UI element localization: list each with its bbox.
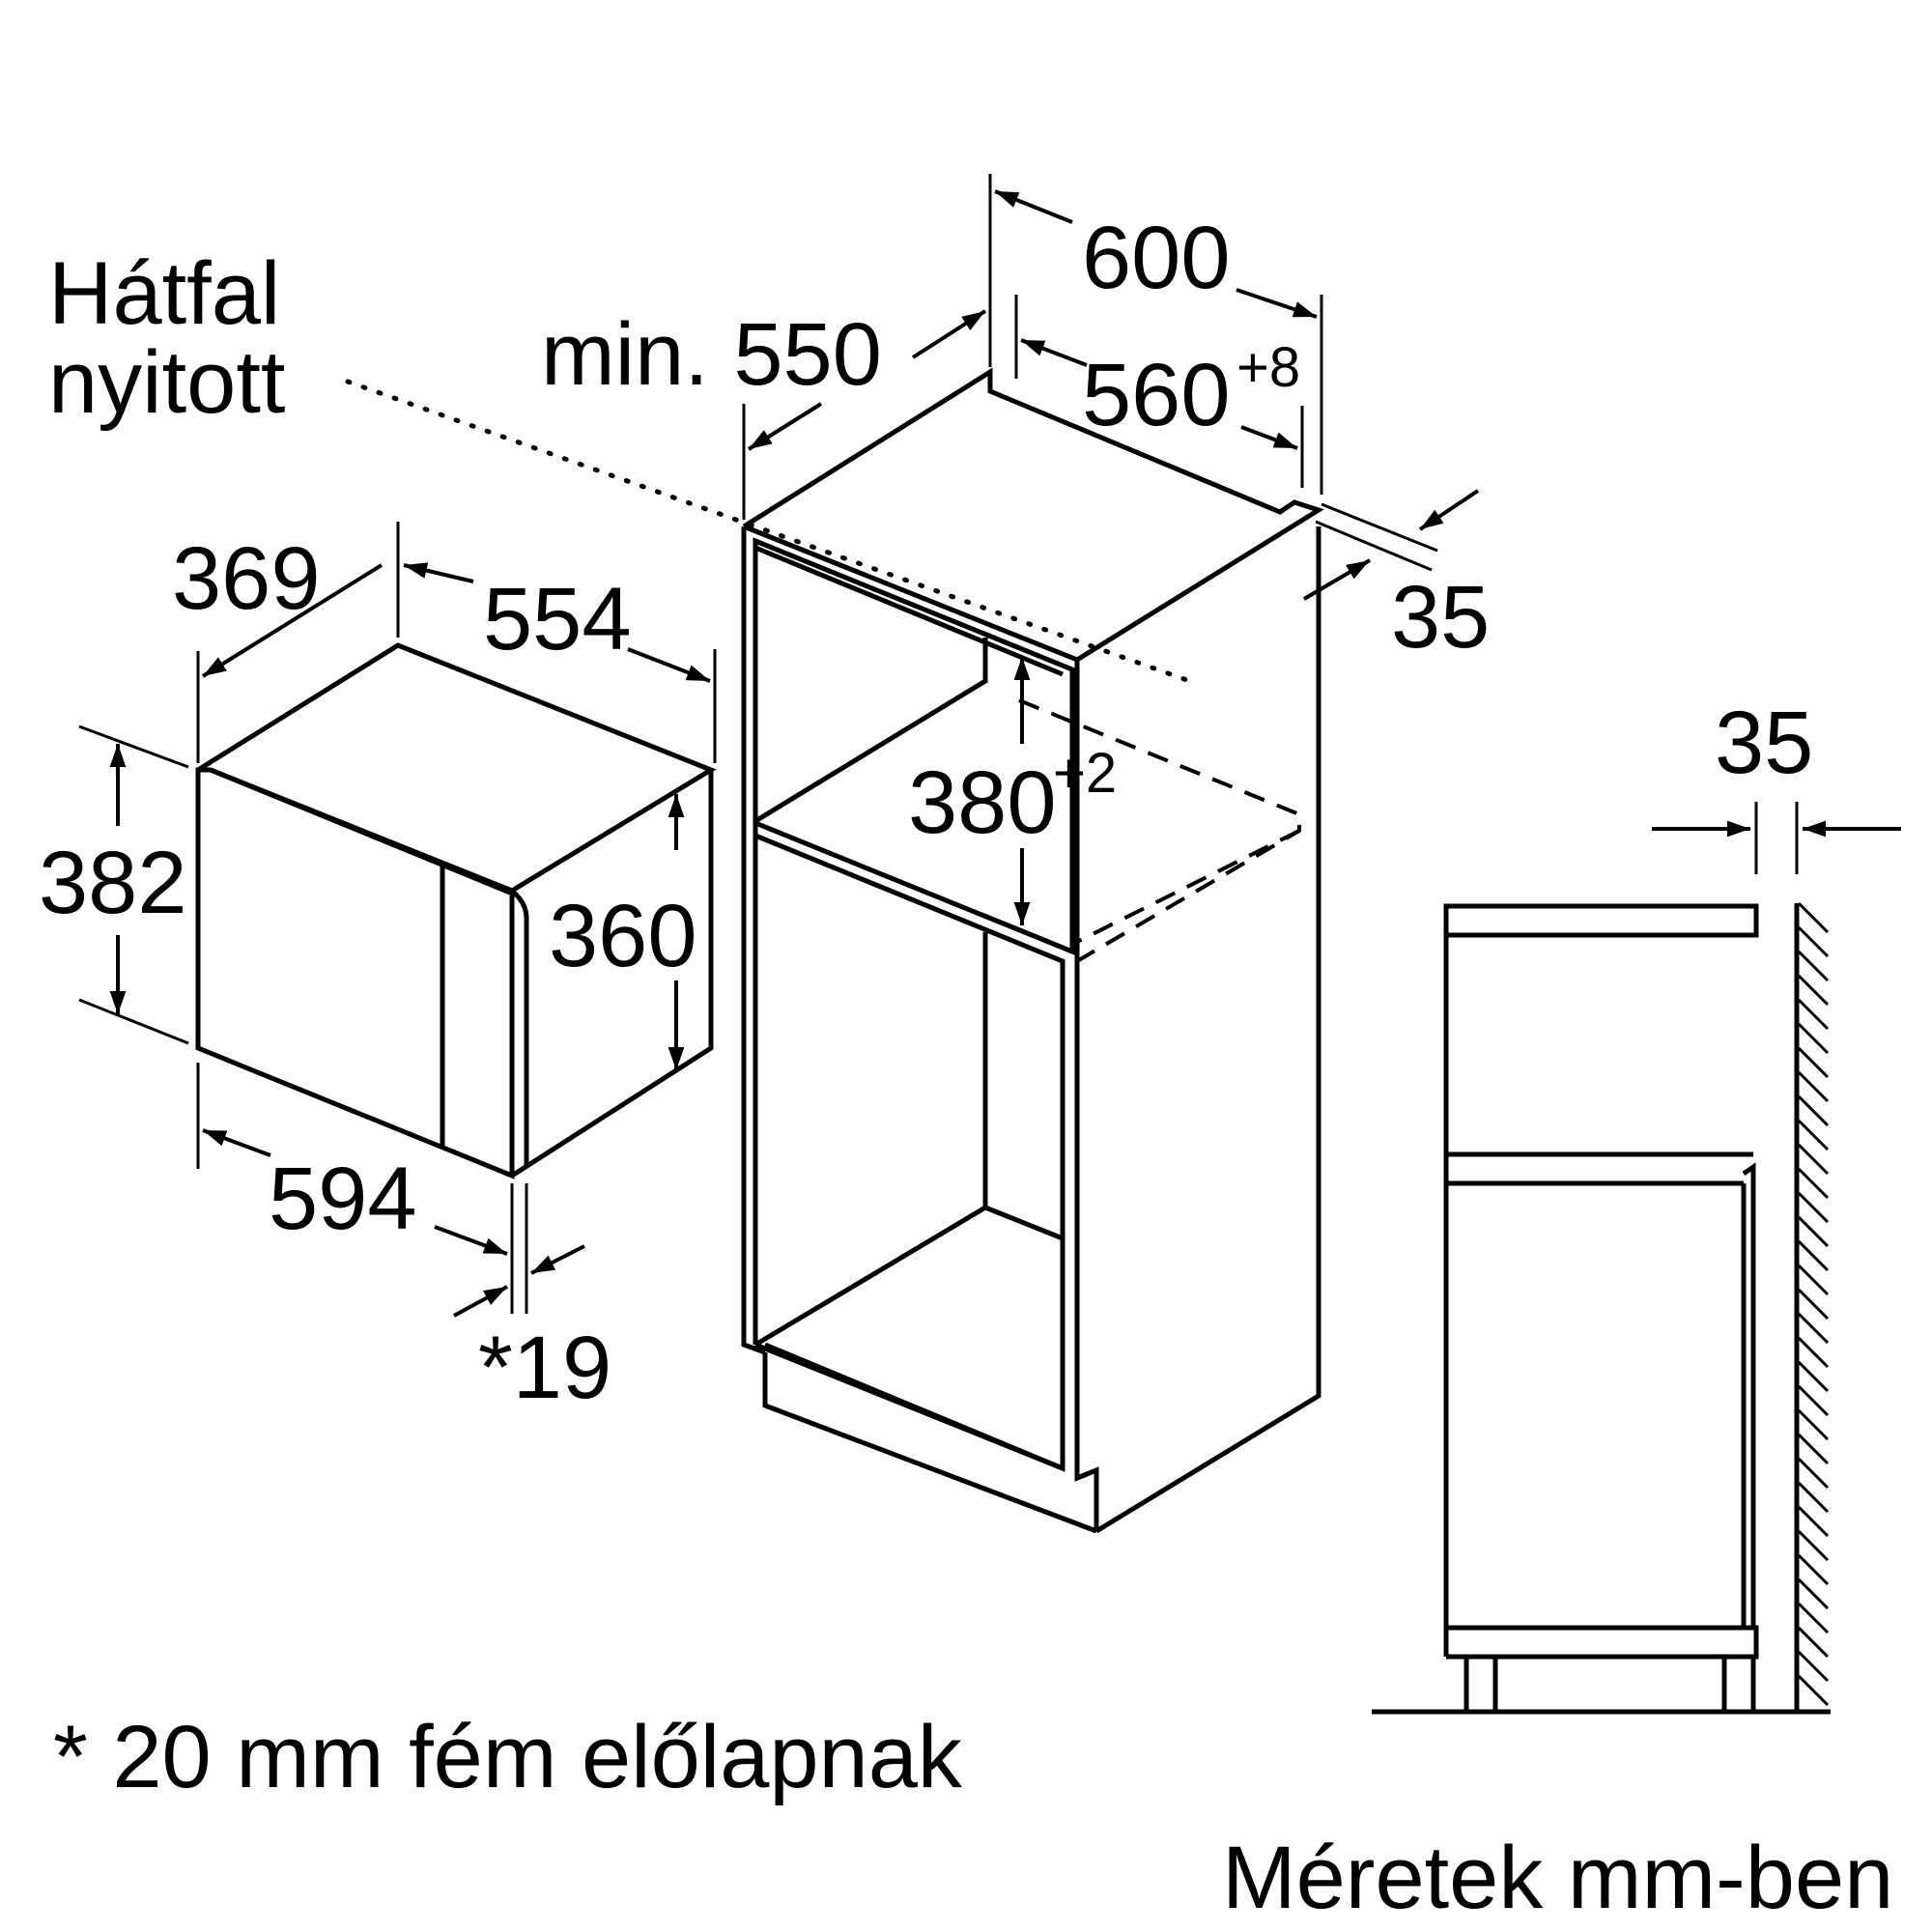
back-wall-label-line1: Hátfal [48, 244, 280, 343]
dim-560-label: 560 [1082, 346, 1231, 444]
microwave-appliance [195, 642, 717, 1179]
dim-369-label: 369 [172, 529, 321, 628]
dim-360-label: 360 [549, 887, 697, 985]
footnote-text: * 20 mm fém előlapnak [53, 1708, 963, 1806]
dim-600: 600 [988, 174, 1323, 495]
dim-35-wall: 35 [1652, 694, 1901, 874]
dim-380-label: 380 [908, 753, 1057, 852]
dim-35-side-label: 35 [1391, 568, 1490, 667]
dim-35-wall-label: 35 [1715, 694, 1813, 792]
dim-min-550: min. 550 [541, 305, 987, 520]
dim-369: 369 [172, 522, 400, 763]
wall-hatching [1797, 901, 1830, 1707]
units-text: Méretek mm-ben [1222, 1829, 1893, 1927]
dim-380: 380 +2 [908, 657, 1117, 925]
side-view [1372, 901, 1831, 1715]
dim-554: 554 [403, 562, 717, 763]
dim-594-label: 594 [269, 1150, 417, 1248]
dim-560-tolerance: +8 [1236, 336, 1300, 399]
dim-382: 382 [39, 724, 189, 1045]
dim-554-label: 554 [483, 570, 632, 668]
dim-min-550-label: min. 550 [541, 305, 882, 404]
dim-35-side: 35 [1302, 489, 1490, 667]
dim-19-label: *19 [478, 1319, 611, 1417]
dim-600-label: 600 [1082, 209, 1231, 307]
tall-cabinet [741, 367, 1324, 1534]
dim-380-tolerance: +2 [1053, 742, 1117, 805]
back-wall-label-line2: nyitott [48, 333, 285, 432]
dim-382-label: 382 [39, 834, 187, 932]
dim-360: 360 [549, 794, 697, 1070]
dim-560: 560 +8 [1014, 295, 1304, 488]
dim-19: *19 [453, 1183, 611, 1417]
back-wall-dotted-line: Hátfal nyitott [48, 244, 1201, 687]
dim-594: 594 [196, 1063, 508, 1256]
